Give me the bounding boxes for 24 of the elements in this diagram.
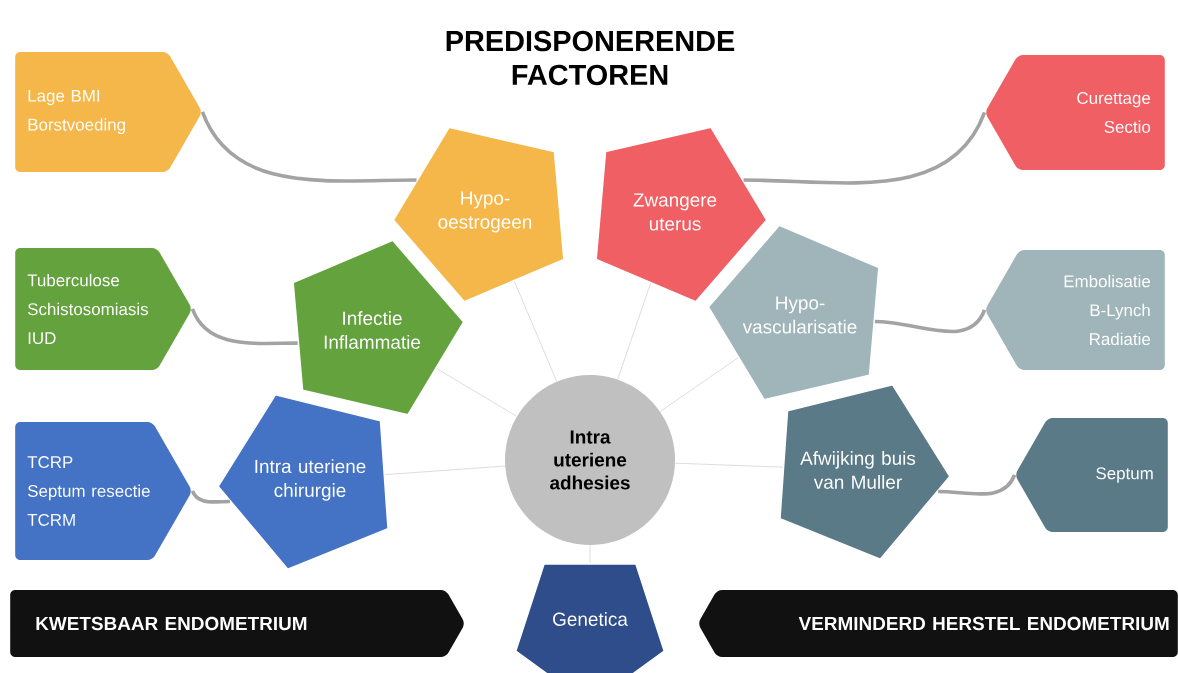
list-box: Lage BMI Borstvoeding [15,52,201,172]
connector-line [190,308,298,346]
connector-line [190,490,230,504]
connector-line [743,111,987,185]
pentagon: Hypo- vascularisatie [707,224,880,401]
list-box: TCRP Septum resectie TCRM [15,422,191,560]
pentagon: Infectie Inflammatie [292,239,465,416]
pentagon: Hypo- oestrogeen [392,126,565,303]
list-box: Tuberculose Schistosomiasis IUD [15,248,191,370]
pentagon: Zwangere uterus [595,126,768,303]
connector-line [674,462,784,468]
list-box: Septum [1016,418,1168,532]
connector-line [617,282,651,380]
connector-line [938,474,1017,496]
list-box: Curettage Sectio [986,55,1165,170]
connector-line [200,111,417,183]
connector-line [874,309,987,334]
pentagon: Intra uteriene chirurgie [217,393,389,571]
connector-line [659,357,739,412]
connector-line [384,465,506,476]
title: PREDISPONERENDE FACTOREN [446,30,735,86]
connector-line [436,368,518,417]
list-box: Embolisatie B-Lynch Radiatie [986,250,1165,370]
connector-line [513,280,558,382]
